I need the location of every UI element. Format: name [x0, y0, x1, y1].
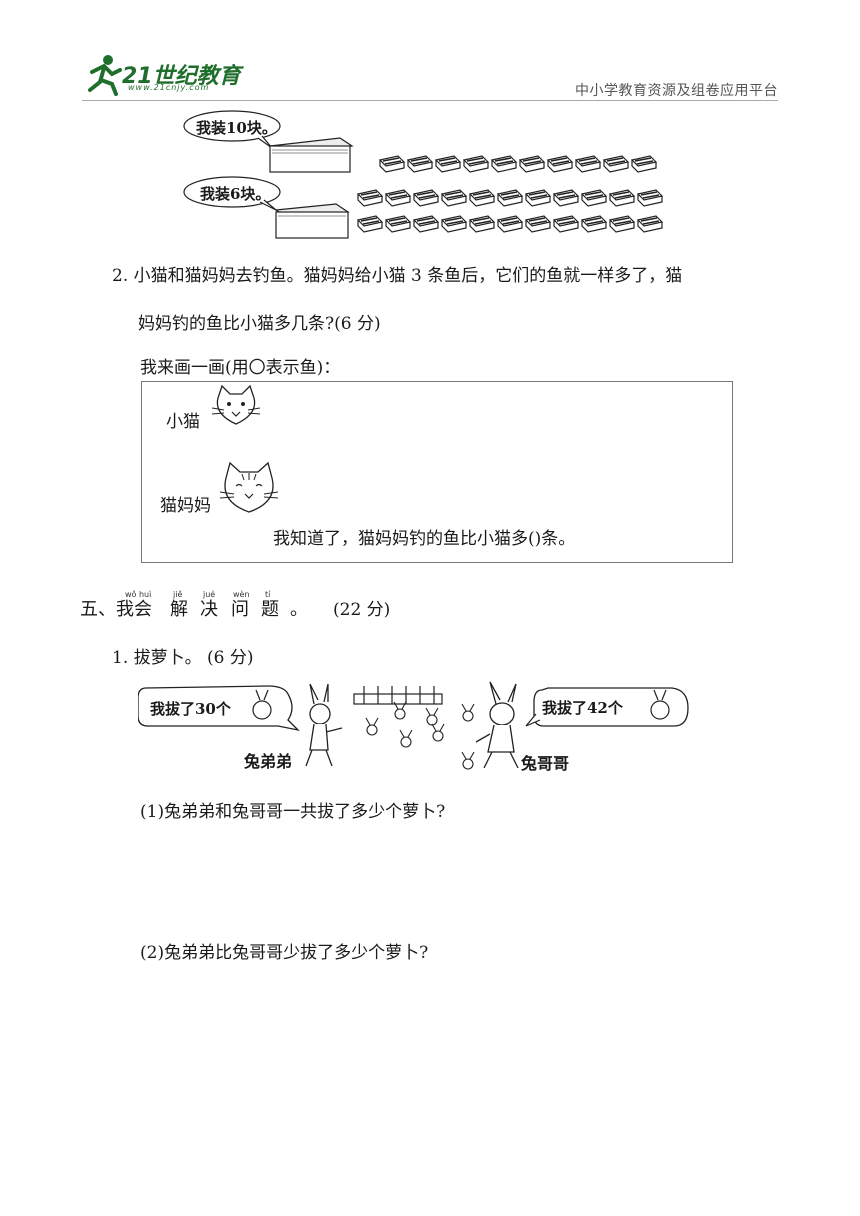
bubble-text-top: 我装10块。 — [196, 119, 277, 137]
section-5-prefix: 五、我会 — [80, 599, 152, 620]
chocolate-piece — [608, 189, 636, 207]
mother-cat-label: 猫妈妈 — [160, 496, 211, 516]
bubble-text-left: 我拔了30个 — [150, 700, 231, 718]
carrots — [365, 701, 475, 770]
section-5-score: (22 分) — [333, 600, 391, 620]
chocolate-piece — [546, 155, 574, 173]
chocolate-piece — [384, 215, 412, 233]
chocolate-piece — [406, 155, 434, 173]
kitten-icon — [211, 384, 261, 425]
pinyin-ti: tí — [265, 590, 271, 599]
draw-prompt: 我来画一画(用〇表示鱼)： — [140, 358, 341, 378]
big-rabbit-icon — [475, 681, 519, 769]
logo — [82, 52, 242, 100]
bubble-text-right: 我拔了42个 — [542, 699, 623, 717]
chocolate-piece — [356, 215, 384, 233]
chocolate-piece — [496, 215, 524, 233]
question-2-line-1: 2. 小猫和猫妈妈去钓鱼。猫妈妈给小猫 3 条鱼后，它们的鱼就一样多了，猫 — [112, 266, 683, 286]
chocolate-piece — [462, 155, 490, 173]
little-rabbit-icon — [305, 683, 343, 767]
pinyin-jie: jiě — [173, 590, 183, 599]
chocolate-piece — [580, 215, 608, 233]
chocolate-pieces — [356, 155, 664, 233]
word-wen: 问 — [231, 599, 249, 620]
word-jie: 解 — [170, 599, 188, 620]
kitten-label: 小猫 — [166, 412, 200, 432]
logo-text: 21世纪教育 — [122, 64, 241, 89]
chocolate-piece — [636, 215, 664, 233]
header-divider — [82, 100, 778, 101]
speech-bubble-top — [183, 110, 281, 142]
pinyin-wen: wèn — [233, 590, 250, 599]
speech-bubble-left — [138, 685, 300, 732]
chocolate-piece — [440, 215, 468, 233]
little-rabbit-label: 兔弟弟 — [244, 752, 293, 771]
chocolate-piece — [524, 189, 552, 207]
chocolate-piece — [552, 215, 580, 233]
fence — [353, 686, 443, 705]
drawing-area[interactable] — [141, 381, 733, 563]
question-2-line-2: 妈妈钓的鱼比小猫多几条?(6 分) — [138, 314, 381, 334]
conclusion-text: 我知道了，猫妈妈钓的鱼比小猫多()条。 — [273, 529, 576, 549]
chocolate-piece — [552, 189, 580, 207]
chocolate-piece — [356, 189, 384, 207]
carrot-rabbits-figure — [138, 681, 689, 770]
chocolate-piece — [574, 155, 602, 173]
chocolate-piece — [434, 155, 462, 173]
runner-logo-icon — [88, 55, 122, 96]
chocolate-piece — [384, 189, 412, 207]
chocolate-piece — [496, 189, 524, 207]
sub-question-1: (1)兔弟弟和兔哥哥一共拔了多少个萝卜? — [140, 802, 446, 822]
word-jue: 决 — [200, 599, 218, 620]
platform-name: 中小学教育资源及组卷应用平台 — [575, 83, 778, 99]
chocolate-piece — [636, 189, 664, 207]
section-5-period: 。 — [290, 599, 308, 620]
chocolate-piece — [630, 155, 658, 173]
chocolate-piece — [580, 189, 608, 207]
logo-url: www.21cnjy.com — [128, 83, 210, 92]
chocolate-boxes-figure — [183, 110, 664, 239]
chocolate-piece — [412, 189, 440, 207]
speech-bubble-bottom — [183, 176, 281, 208]
bubble-text-bottom: 我装6块。 — [200, 185, 271, 203]
mother-cat-icon — [219, 461, 279, 513]
chocolate-piece — [468, 189, 496, 207]
word-ti: 题 — [261, 599, 279, 620]
chocolate-piece — [602, 155, 630, 173]
pinyin-wo-hui: wǒ huì — [125, 590, 152, 599]
chocolate-piece — [440, 189, 468, 207]
chocolate-piece — [378, 155, 406, 173]
chocolate-piece — [412, 215, 440, 233]
pinyin-jue: jué — [203, 590, 216, 599]
chocolate-piece — [490, 155, 518, 173]
sub-question-2: (2)兔弟弟比兔哥哥少拔了多少个萝卜? — [140, 943, 429, 963]
question-1-title: 1. 拔萝卜。 (6 分) — [112, 648, 254, 668]
big-rabbit-label: 兔哥哥 — [521, 754, 570, 773]
chocolate-piece — [608, 215, 636, 233]
chocolate-piece — [468, 215, 496, 233]
speech-bubble-right — [533, 687, 689, 727]
chocolate-piece — [524, 215, 552, 233]
chocolate-piece — [518, 155, 546, 173]
